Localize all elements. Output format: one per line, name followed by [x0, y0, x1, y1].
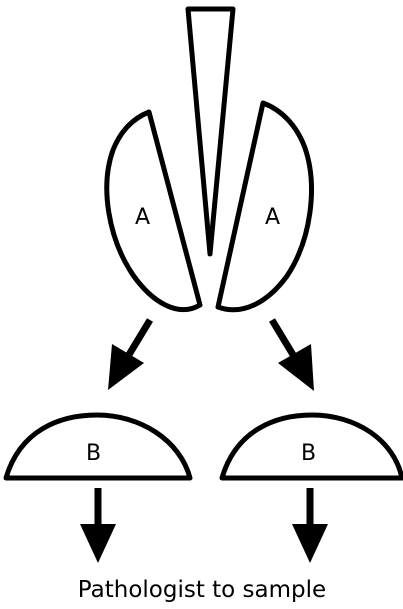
- arrow-down-right: [269, 318, 314, 391]
- slice-left: [3, 412, 193, 481]
- specimen-half-left: [104, 109, 203, 312]
- caption-pathologist-to-sample: Pathologist to sample: [78, 577, 326, 603]
- specimen-half-left-label: A: [135, 205, 150, 230]
- arrow-down-from-left-slice: [80, 488, 116, 563]
- arrow-down-left: [108, 318, 153, 390]
- slice-left-label: B: [86, 441, 101, 466]
- knife-blade: [185, 6, 236, 257]
- specimen-half-right-label: A: [265, 205, 280, 230]
- specimen-half-right: [215, 100, 314, 313]
- slice-right: [219, 412, 403, 481]
- slice-right-label: B: [301, 441, 316, 466]
- arrow-down-from-right-slice: [292, 488, 328, 563]
